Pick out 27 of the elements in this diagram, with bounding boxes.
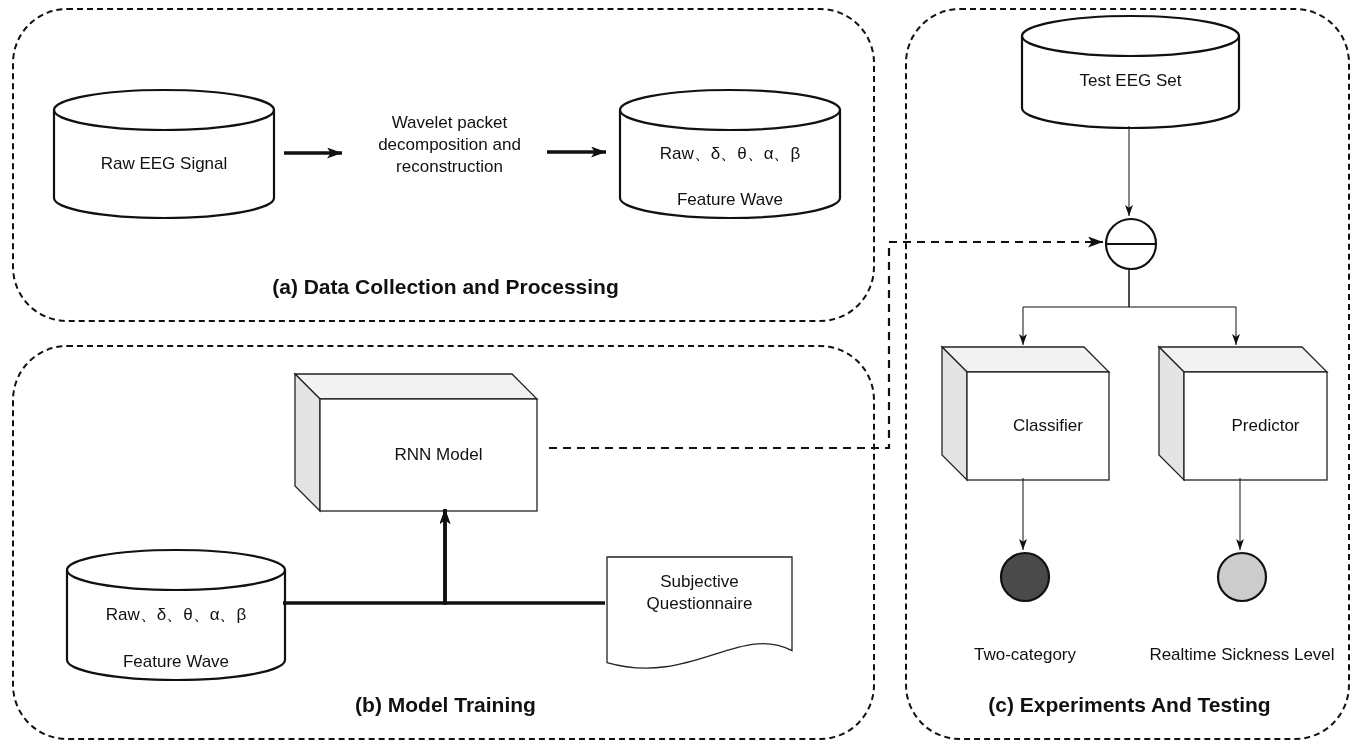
cylinder-label: Raw EEG Signal: [99, 153, 229, 176]
arrow: [1125, 125, 1133, 217]
dashed-panel: [905, 8, 1350, 740]
arrow: [547, 146, 606, 158]
box-label: Classifier: [1012, 415, 1084, 437]
panel-title: (b) Model Training: [354, 692, 537, 718]
arrow: [439, 509, 605, 605]
panel-title: (a) Data Collection and Processing: [271, 274, 620, 300]
arrow: [1236, 477, 1244, 551]
box-label: Predictor: [1230, 415, 1301, 437]
circle-caption: Realtime Sickness Level: [1148, 644, 1336, 666]
cylinder-label: Feature Wave: [675, 189, 785, 212]
dashed-arrow: [549, 236, 1103, 450]
cylinder-label: Test EEG Set: [1078, 69, 1183, 92]
arrow: [284, 147, 342, 159]
arrow: [1019, 477, 1027, 551]
cylinder-label: Feature Wave: [121, 650, 231, 673]
dashed-panel: [12, 345, 875, 740]
cylinder-label: Raw、δ、θ、α、β: [104, 604, 248, 626]
panel-title: (c) Experiments And Testing: [987, 692, 1272, 718]
circle-caption: Two-category: [972, 644, 1077, 666]
document-label: Subjective Questionnaire: [645, 571, 754, 615]
box-label: RNN Model: [393, 444, 484, 466]
dashed-panel: [12, 8, 875, 322]
arrow: [1128, 267, 1240, 346]
cylinder-label: Raw、δ、θ、α、β: [658, 143, 802, 165]
step-label: Wavelet packet decomposition and reconstruction: [352, 112, 547, 178]
